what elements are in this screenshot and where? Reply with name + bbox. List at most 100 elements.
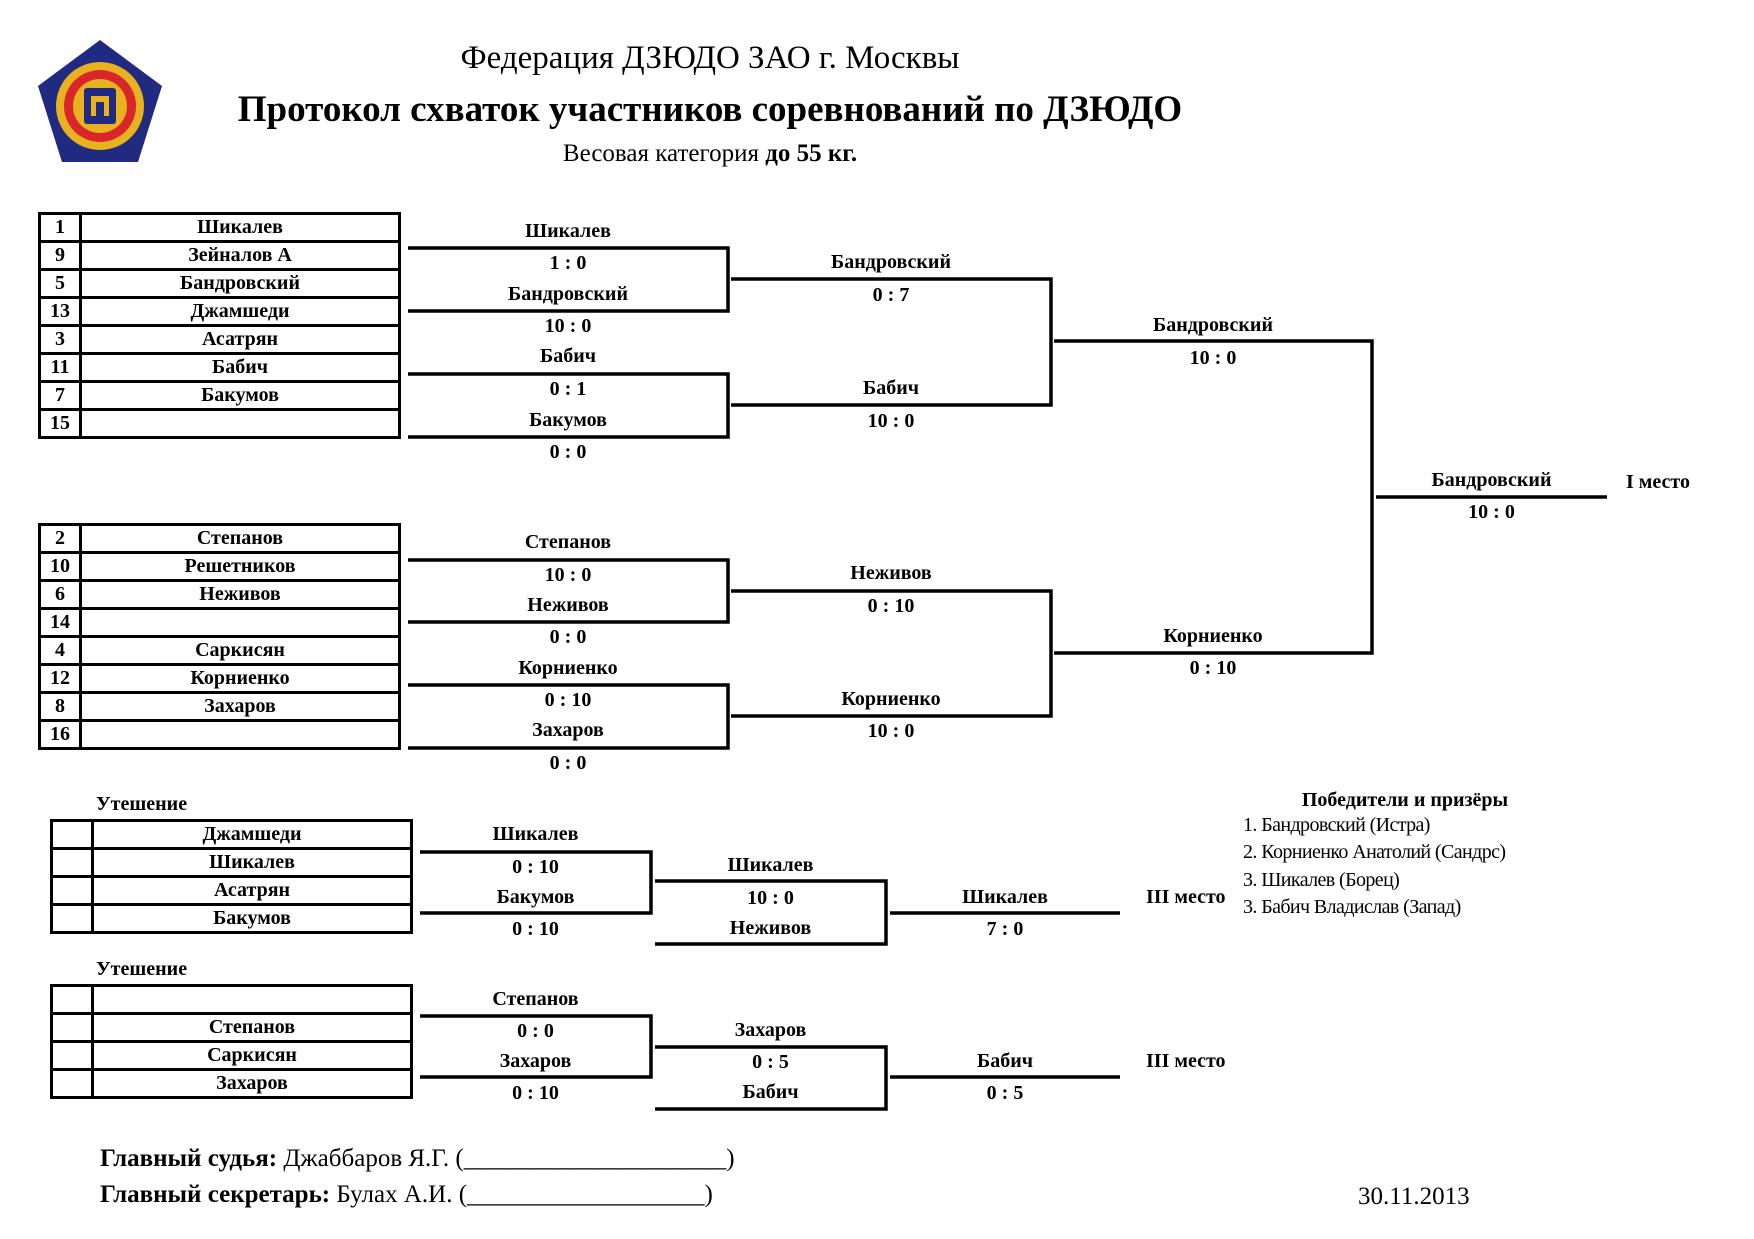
seed-number: 7 [38, 380, 82, 411]
seed-number [50, 819, 94, 850]
federation-title: Федерация ДЗЮДО ЗАО г. Москвы [460, 40, 960, 76]
bracket-connector [420, 850, 653, 915]
seed-number [50, 847, 94, 878]
seed-name: Асатрян [91, 875, 413, 906]
seed-row: Джамшеди [50, 819, 413, 850]
bronze-winner: Шикалев [962, 886, 1048, 908]
seed-name: Решетников [79, 551, 401, 582]
match-winner: Шикалев [492, 823, 579, 845]
seed-name: Степанов [91, 1012, 413, 1043]
seed-name: Саркисян [91, 1040, 413, 1071]
chief-secretary-label: Главный секретарь: [100, 1181, 331, 1208]
seed-number: 4 [38, 635, 82, 666]
bracket-connector [655, 1045, 888, 1111]
bracket-connector [731, 589, 1053, 718]
protocol-date: 30.11.2013 [1358, 1183, 1470, 1210]
seed-number [50, 984, 94, 1015]
match-score: 0 : 5 [752, 1051, 789, 1073]
seed-number [50, 1040, 94, 1071]
repechage-table-1: Джамшеди Шикалев Асатрян Бакумов [50, 819, 413, 934]
match-score: 0 : 1 [549, 378, 587, 400]
bracket-connector [408, 683, 730, 750]
match-score: 0 : 0 [549, 441, 587, 463]
match-winner: Корниенко [1163, 625, 1263, 647]
match-winner: Степанов [492, 988, 579, 1010]
match-score: 10 : 0 [1189, 347, 1237, 369]
seed-number [50, 875, 94, 906]
seed-number [50, 1012, 94, 1043]
seed-number: 8 [38, 691, 82, 722]
seed-name: Захаров [79, 691, 401, 722]
third-place-label: III место [1146, 886, 1226, 908]
match-score: 0 : 0 [517, 1020, 554, 1042]
seed-number: 12 [38, 663, 82, 694]
seed-name [79, 719, 401, 750]
match-score: 0 : 10 [512, 918, 559, 940]
weight-category-value: до 55 кг. [765, 140, 858, 167]
third-place-label: III место [1146, 1050, 1226, 1072]
match-winner: Бандровский [831, 251, 951, 273]
match-score: 0 : 7 [872, 284, 910, 306]
match-winner: Бабич [742, 1081, 799, 1103]
match-winner: Степанов [524, 531, 612, 553]
seed-row: 16 [38, 719, 401, 750]
match-score: 0 : 10 [867, 595, 915, 617]
seed-name [91, 984, 413, 1015]
seed-name: Саркисян [79, 635, 401, 666]
bracket-connector [731, 277, 1053, 407]
seed-row: Захаров [50, 1068, 413, 1099]
results-item: 2. Корниенко Анатолий (Сандрс) [1243, 841, 1506, 863]
seed-name: Бакумов [79, 380, 401, 411]
seed-number: 15 [38, 408, 82, 439]
match-winner: Захаров [499, 1050, 572, 1072]
final-winner: Бандровский [1431, 469, 1552, 491]
match-winner: Неживов [850, 562, 932, 584]
match-winner: Бакумов [496, 886, 575, 908]
seed-number: 2 [38, 523, 82, 554]
seed-row: Степанов [50, 1012, 413, 1043]
match-score: 0 : 0 [549, 626, 587, 648]
repechage-label: Утешение [96, 793, 188, 815]
match-winner: Бандровский [1153, 314, 1273, 336]
seed-row: Асатрян [50, 875, 413, 906]
bracket-connector [408, 246, 730, 313]
bracket-connector [408, 372, 730, 439]
chief-secretary-name: Булах А.И. (___________________) [330, 1181, 713, 1208]
match-winner: Бабич [862, 377, 920, 399]
match-score: 0 : 10 [544, 689, 592, 711]
seed-number: 16 [38, 719, 82, 750]
match-winner: Корниенко [841, 688, 941, 710]
seed-number: 6 [38, 579, 82, 610]
match-score: 1 : 0 [549, 252, 587, 274]
match-winner: Захаров [532, 719, 604, 741]
match-winner: Неживов [527, 594, 609, 616]
match-winner: Неживов [729, 917, 812, 939]
final-score: 10 : 0 [1468, 501, 1515, 523]
seed-name: Бабич [79, 352, 401, 383]
bracket-connector [408, 558, 730, 624]
bronze-score: 0 : 5 [986, 1082, 1024, 1104]
protocol-title: Протокол схваток участников соревнований… [237, 89, 1183, 130]
match-score: 0 : 10 [1189, 657, 1237, 679]
match-winner: Бакумов [529, 409, 607, 431]
seed-name: Степанов [79, 523, 401, 554]
seed-number: 10 [38, 551, 82, 582]
match-score: 10 : 0 [867, 410, 915, 432]
seed-name: Шикалев [79, 212, 401, 243]
seed-name: Корниенко [79, 663, 401, 694]
federation-emblem-icon [38, 40, 162, 162]
seed-name: Бандровский [79, 268, 401, 299]
seed-number: 5 [38, 268, 82, 299]
